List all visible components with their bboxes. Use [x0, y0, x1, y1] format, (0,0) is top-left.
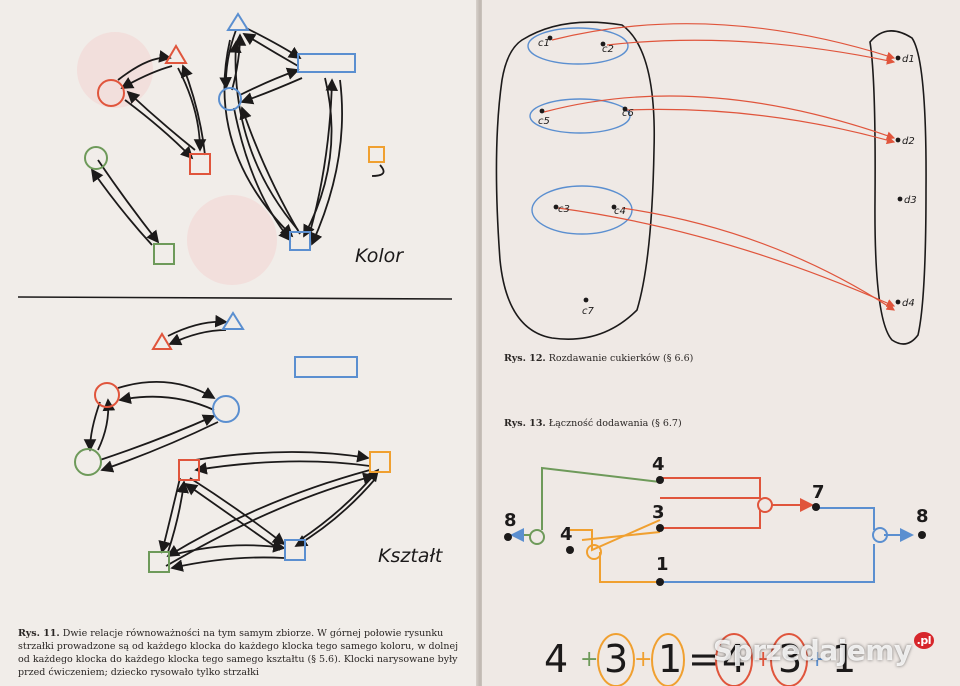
number-3: 3: [652, 502, 665, 523]
blue-triangle-block-2: [221, 311, 245, 330]
figure-11-caption: Rys. 11. Dwie relacje równoważności na t…: [18, 627, 468, 679]
number-8-left: 8: [504, 510, 517, 531]
associativity-equation: 4 + 3 + 1 = 4 + 3 + 1: [544, 637, 856, 681]
red-square-block: [189, 153, 211, 175]
eq-equals: =: [688, 637, 720, 681]
right-page: c1 c2 c5 c6 c3 c4 c7 d1 d2 d3 d4: [482, 0, 960, 686]
left-page: Kolor: [0, 0, 478, 686]
green-square-block: [153, 243, 175, 265]
label-shape: Kształt: [378, 545, 444, 567]
label-c2: c2: [602, 44, 614, 55]
blue-rectangle-block: [297, 53, 356, 73]
candy-and-addition-diagrams: c1 c2 c5 c6 c3 c4 c7 d1 d2 d3 d4: [495, 21, 929, 686]
eq-4b: 4: [722, 637, 746, 681]
label-d4: d4: [902, 298, 915, 309]
number-8-right: 8: [916, 506, 929, 527]
eq-1a: 1: [658, 637, 682, 681]
green-circle-block: [84, 146, 108, 170]
shape-relation-diagram: [83, 314, 380, 572]
blue-rectangle-block-2: [294, 356, 358, 378]
number-4-top: 4: [652, 454, 665, 475]
green-square-block-2: [148, 551, 170, 573]
figure-13-text: Łączność dodawania (§ 6.7): [548, 418, 682, 429]
equivalence-relations-diagram: Kolor: [17, 12, 453, 573]
red-triangle-block: [164, 44, 188, 64]
orange-square-block-2: [369, 451, 391, 473]
eq-3a: 3: [604, 637, 628, 681]
divider-line: [17, 296, 453, 300]
label-c5: c5: [538, 116, 550, 127]
color-relation-diagram: [90, 27, 385, 246]
label-d1: d1: [902, 54, 915, 65]
figure-13-label: Rys. 13.: [504, 418, 546, 429]
red-square-block-2: [178, 459, 200, 481]
figure-11-label: Rys. 11.: [18, 628, 60, 639]
watermark-text: Sprzedajemy: [712, 634, 912, 667]
book-gutter: [476, 0, 484, 686]
figure-13-caption: Rys. 13. Łączność dodawania (§ 6.7): [504, 417, 804, 430]
number-1: 1: [656, 554, 669, 575]
red-circle-block-2: [94, 382, 120, 408]
label-d3: d3: [904, 195, 917, 206]
label-d2: d2: [902, 136, 915, 147]
label-c7: c7: [582, 306, 594, 317]
blue-circle-block: [218, 87, 242, 111]
number-7: 7: [812, 482, 825, 503]
label-color: Kolor: [355, 245, 404, 267]
blue-square-block-2: [284, 539, 306, 561]
eq-plus-c: +: [754, 647, 772, 672]
orange-square-block: [368, 146, 385, 163]
watermark-logo: Sprzedajemy.pl: [712, 632, 934, 667]
candy-distribution-diagram: c1 c2 c5 c6 c3 c4 c7 d1 d2 d3 d4: [495, 21, 927, 345]
blue-square-block: [289, 231, 311, 251]
figure-11-text: Dwie relacje równoważności na tym samym …: [18, 628, 459, 678]
eq-1b: 1: [832, 637, 856, 681]
addition-associativity-diagram: [510, 466, 914, 583]
label-c6: c6: [622, 108, 634, 119]
label-c4: c4: [614, 206, 626, 217]
green-circle-block-2: [74, 448, 102, 476]
blue-triangle-block: [226, 12, 250, 31]
eq-plus-d: +: [808, 647, 826, 672]
eq-3b: 3: [778, 637, 802, 681]
figure-12-label: Rys. 12.: [504, 353, 546, 364]
red-triangle-block-2: [151, 332, 173, 350]
eq-4a: 4: [544, 637, 568, 681]
figure-12-text: Rozdawanie cukierków (§ 6.6): [548, 353, 694, 364]
eq-plus-b: +: [634, 647, 652, 672]
figure-12-caption: Rys. 12. Rozdawanie cukierków (§ 6.6): [504, 352, 804, 365]
red-circle-block: [97, 79, 125, 107]
blue-circle-block-2: [212, 395, 240, 423]
label-c1: c1: [538, 38, 550, 49]
label-c3: c3: [558, 204, 570, 215]
eq-plus-a: +: [580, 647, 598, 672]
watermark-suffix: .pl: [913, 632, 934, 649]
number-4-left: 4: [560, 524, 573, 545]
